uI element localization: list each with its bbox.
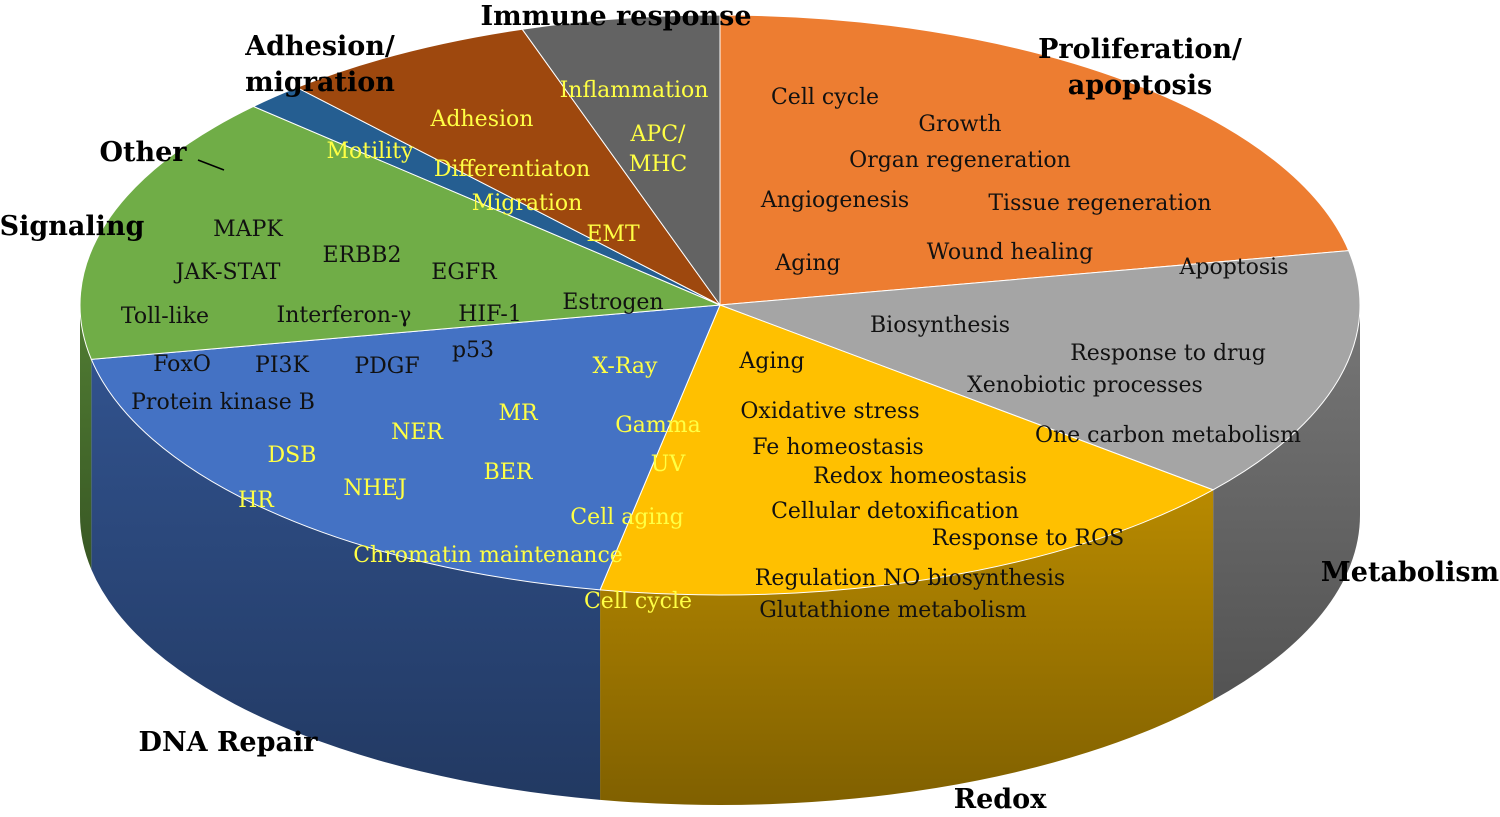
item-label-proliferation-apoptosis-aging: Aging [774,251,840,276]
slice-dna-repair [90,304,721,591]
item-label-signaling-pdgf: PDGF [354,354,419,379]
item-label-dna-repair-nhej: NHEJ [343,476,406,501]
item-label-signaling-pi3k: PI3K [255,353,309,378]
item-label-redox-response-to-ros: Response to ROS [932,526,1124,551]
item-label-adhesion-migration-migration: Migration [472,191,583,216]
item-label-dna-repair-x-ray: X-Ray [593,354,658,379]
category-label-metabolism: Metabolism [1321,557,1499,588]
category-label-redox: Redox [954,784,1048,815]
pie-side-walls [80,305,1360,805]
item-label-signaling-mapk: MAPK [213,217,283,242]
category-label-adhesion-migration: Adhesion/migration [244,31,395,98]
item-label-proliferation-apoptosis-cell-cycle: Cell cycle [771,85,879,110]
item-label-redox-regulation-no-biosynthesis: Regulation NO biosynthesis [755,566,1065,591]
item-label-dna-repair-chromatin-maintenance: Chromatin maintenance [353,543,623,568]
item-label-signaling-estrogen: Estrogen [562,290,663,315]
slice-redox [599,304,1215,596]
item-label-adhesion-migration-adhesion: Adhesion [430,107,534,132]
item-label-dna-repair-mr: MR [498,401,539,426]
item-label-dna-repair-uv: UV [651,452,687,477]
slice-adhesion-migration [295,28,721,306]
category-label-signaling: Signaling [0,211,145,242]
item-label-proliferation-apoptosis-angiogenesis: Angiogenesis [760,188,909,213]
item-label-redox-redox-homeostasis: Redox homeostasis [813,464,1027,489]
item-label-redox-cellular-detoxification: Cellular detoxification [771,499,1019,524]
category-label-dna-repair: DNA Repair [139,727,319,758]
side-wall-metabolism [1213,305,1360,700]
item-label-signaling-hif-1: HIF-1 [458,302,522,327]
side-wall-dna-repair [91,359,601,800]
slice-immune-response [521,14,721,307]
item-label-signaling-jak-stat: JAK-STAT [174,260,281,285]
item-label-signaling-toll-like: Toll-like [121,304,209,329]
item-label-proliferation-apoptosis-tissue-regeneration: Tissue regeneration [988,191,1211,216]
item-label-signaling-foxo: FoxO [153,352,211,377]
item-label-adhesion-migration-emt: EMT [586,222,640,247]
item-label-proliferation-apoptosis-growth: Growth [918,112,1001,137]
item-label-dna-repair-dsb: DSB [268,443,317,468]
item-label-dna-repair-ber: BER [484,460,534,485]
slice-metabolism [719,250,1361,491]
item-label-metabolism-biosynthesis: Biosynthesis [870,313,1010,338]
item-label-signaling-egfr: EGFR [431,260,498,285]
side-wall-redox [600,489,1214,805]
item-label-dna-repair-hr: HR [238,488,275,513]
item-label-signaling-erbb2: ERBB2 [323,243,402,268]
slice-signaling [79,105,721,360]
side-wall-signaling [80,305,92,570]
item-label-redox-glutathione-metabolism: Glutathione metabolism [759,598,1027,623]
pie-top-faces [79,14,1361,596]
item-label-adhesion-migration-motility: Motility [327,139,415,164]
item-label-signaling-interferon: Interferon-γ [277,303,412,328]
item-label-redox-aging: Aging [738,349,804,374]
item-label-dna-repair-ner: NER [391,420,444,445]
item-label-dna-repair-cell-aging: Cell aging [570,505,683,530]
item-label-redox-oxidative-stress: Oxidative stress [740,399,919,424]
item-label-metabolism-response-to-drug: Response to drug [1070,341,1266,366]
item-label-adhesion-migration-differentiaton: Differentiaton [434,157,590,182]
slice-proliferation-apoptosis [719,14,1350,306]
item-label-dna-repair-cell-cycle: Cell cycle [584,589,692,614]
item-label-proliferation-apoptosis-wound-healing: Wound healing [927,240,1093,265]
item-label-proliferation-apoptosis-apoptosis: Apoptosis [1178,255,1288,280]
item-label-proliferation-apoptosis-organ-regeneration: Organ regeneration [849,148,1071,173]
item-label-signaling-protein-kinase-b: Protein kinase B [131,390,315,415]
item-label-immune-response-inflammation: Inflammation [560,78,709,103]
item-label-metabolism-xenobiotic-processes: Xenobiotic processes [967,373,1203,398]
category-label-immune-response: Immune response [480,1,751,32]
item-label-redox-fe-homeostasis: Fe homeostasis [752,435,923,460]
category-label-other: Other [99,137,187,168]
item-label-dna-repair-gamma: Gamma [615,413,701,438]
leader-line-other [197,159,225,171]
item-label-signaling-p53: p53 [452,338,494,363]
item-label-metabolism-one-carbon-metabolism: One carbon metabolism [1035,423,1301,448]
leader-lines [197,159,225,171]
category-label-proliferation-apoptosis: Proliferation/apoptosis [1038,34,1242,101]
item-label-immune-response-apc-mhc: APC/MHC [629,122,688,177]
